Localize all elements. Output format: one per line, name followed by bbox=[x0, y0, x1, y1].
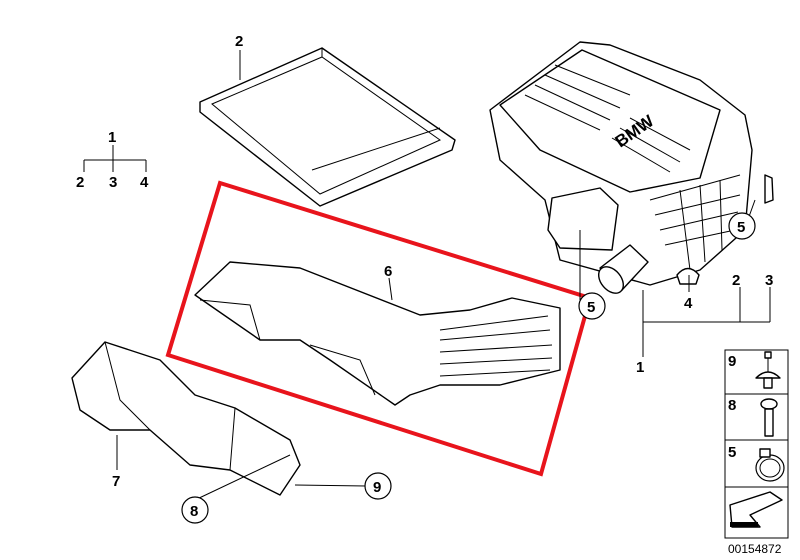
label-duct: 6 bbox=[384, 263, 392, 280]
highlight-frame bbox=[165, 180, 593, 477]
legend-number-5: 5 bbox=[728, 444, 736, 461]
air-filter-element bbox=[199, 47, 456, 207]
label-housing-3: 3 bbox=[765, 272, 773, 289]
callout-circle-5 bbox=[728, 212, 756, 240]
grommet-part-4 bbox=[676, 267, 700, 285]
legend-number-8: 8 bbox=[728, 397, 736, 414]
callout-circle-5b bbox=[578, 292, 606, 320]
intake-duct bbox=[194, 261, 561, 406]
callout-circle-8 bbox=[181, 496, 209, 524]
clip-part-3 bbox=[764, 174, 774, 204]
label-set-1: 1 bbox=[108, 129, 116, 146]
hardware-legend: 9 8 5 bbox=[724, 349, 789, 539]
label-grommet: 4 bbox=[684, 295, 693, 312]
screw-icon bbox=[760, 398, 778, 437]
air-filter-housing: BMW bbox=[489, 41, 753, 294]
label-housing-2: 2 bbox=[732, 272, 740, 289]
expanding-rivet-icon bbox=[755, 351, 781, 389]
label-set-4: 4 bbox=[140, 174, 149, 191]
arrow-icon bbox=[729, 491, 783, 528]
hose-clamp-icon bbox=[755, 448, 785, 482]
leader-lines bbox=[83, 50, 771, 501]
air-intake-part-7 bbox=[71, 341, 301, 496]
label-housing-1: 1 bbox=[636, 359, 644, 376]
label-rivet-9: 9 bbox=[373, 479, 381, 496]
label-intake-7: 7 bbox=[112, 473, 120, 490]
label-clamp-duct: 5 bbox=[587, 299, 595, 316]
label-set-2: 2 bbox=[76, 174, 84, 191]
label-set-3: 3 bbox=[109, 174, 117, 191]
label-screw-8: 8 bbox=[190, 503, 198, 520]
callout-circle-9 bbox=[364, 472, 392, 500]
part-number: 00154872 bbox=[728, 542, 782, 556]
label-filter-element: 2 bbox=[235, 33, 243, 50]
label-clamp-box: 5 bbox=[737, 219, 745, 236]
legend-number-9: 9 bbox=[728, 353, 736, 370]
